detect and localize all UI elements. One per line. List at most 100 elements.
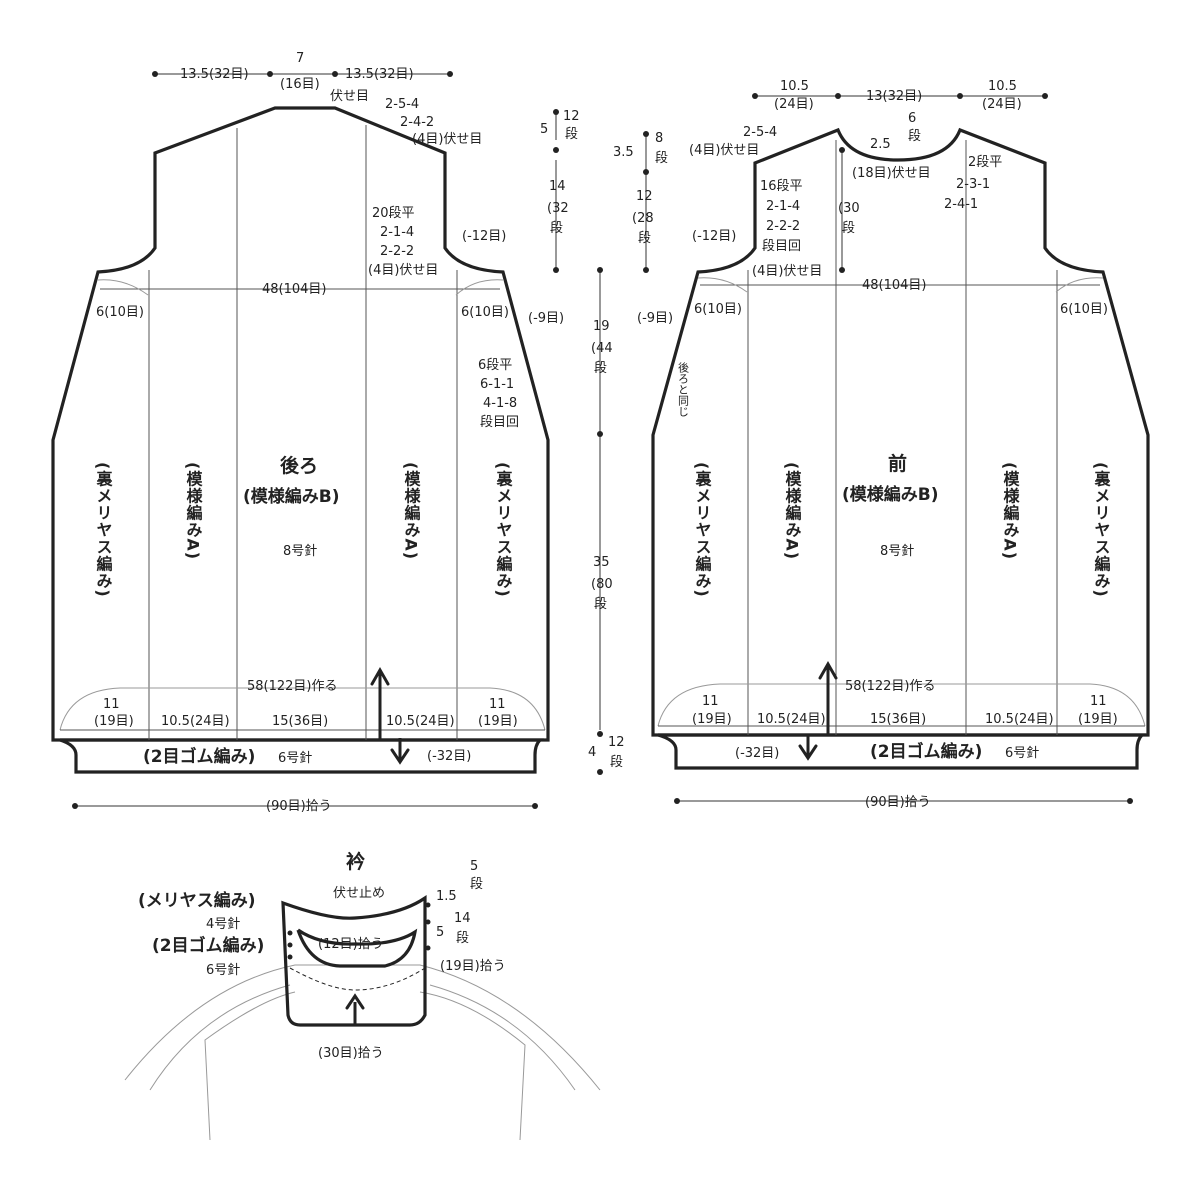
dim-back-neck-b: (32 [547, 201, 569, 216]
dim-front-neck-b: (28 [632, 211, 654, 226]
back-armhole-dec: (-12目) [462, 229, 506, 244]
dim-dot [643, 131, 649, 137]
dim-dot [425, 945, 431, 951]
collar-rib-line [289, 967, 426, 991]
front-seg2: 10.5(24目) [757, 712, 826, 727]
collar-h2-b: 14 [454, 911, 471, 926]
dim-dot [1042, 93, 1048, 99]
front-panel-left-label: (模様編みA) [783, 462, 802, 560]
back-needle: 8号針 [283, 544, 317, 559]
back-seg2: 10.5(24目) [161, 714, 230, 729]
dim-dot [752, 93, 758, 99]
back-rib-needle: 6号針 [278, 751, 312, 766]
dim-dot [839, 147, 845, 153]
dim-back-top-b: 12 [563, 109, 580, 124]
back-arm-left: 6(10目) [96, 305, 144, 320]
dim-body-c: 段 [594, 597, 607, 612]
front-cast-on: 58(122目)作る [845, 679, 936, 694]
dim-front-top-b: 8 [655, 131, 663, 146]
dim-dot [287, 942, 293, 948]
dim-dot [287, 954, 293, 960]
collar-h1-c: 段 [470, 877, 483, 892]
front-neck-b: 2-1-4 [766, 199, 800, 214]
collar-pick-12: (12目)拾う [318, 937, 384, 952]
front-neck-depth-c: 段 [908, 129, 921, 144]
front-arrowhead [818, 660, 838, 680]
dim-dot [957, 93, 963, 99]
collar-h2-c: 段 [456, 931, 469, 946]
dim-dot [1127, 798, 1133, 804]
dim-dot [425, 919, 431, 925]
dim-dot [597, 431, 603, 437]
back-seg1-b: (19目) [94, 714, 134, 729]
dim-dot [287, 930, 293, 936]
back-side-right-label: (裏メリヤス編み) [494, 462, 514, 598]
front-neck-bind: (18目)伏せ目 [852, 166, 931, 181]
front-seg1-b: (19目) [692, 712, 732, 727]
front-armhole-curve [697, 277, 748, 293]
back-rib: (2目ゴム編み) [143, 746, 255, 767]
back-arm-right: 6(10目) [461, 305, 509, 320]
dim-body-b: (80 [591, 577, 613, 592]
back-title: 後ろ [280, 454, 318, 477]
collar-stockinette: (メリヤス編み) [138, 890, 256, 911]
dim-dot [553, 109, 559, 115]
front-arm-left: 6(10目) [694, 302, 742, 317]
dim-dot [597, 731, 603, 737]
dim-dot [835, 93, 841, 99]
back-side-left-label: (裏メリヤス編み) [94, 462, 114, 598]
dim-dot [425, 902, 431, 908]
back-shoulder-b: 2-4-2 [400, 115, 434, 130]
collar-inner [296, 928, 418, 968]
front-title: 前 [888, 452, 907, 475]
back-top-center-b: (16目) [280, 77, 320, 92]
front-shoulder-b: (4目)伏せ目 [689, 143, 759, 158]
collar-detail: 衿 (メリヤス編み) 4号針 (2目ゴム編み) 6号針 伏せ止め (12目)拾う… [124, 850, 601, 1141]
dim-dot [553, 147, 559, 153]
back-panel-left-label: (模様編みA) [184, 462, 203, 560]
collar-title: 衿 [346, 850, 365, 873]
dim-rib-b: 12 [608, 735, 625, 750]
front-top-right-b: (24目) [982, 97, 1022, 112]
back-pickup: (90目)拾う [266, 799, 332, 814]
collar-outer [281, 894, 427, 1027]
front-neck-d: 段目回 [762, 239, 801, 254]
dim-back-neck-a: 14 [549, 179, 566, 194]
back-top-center-a: 7 [296, 51, 304, 66]
dim-dot [839, 267, 845, 273]
collar-rib: (2目ゴム編み) [152, 935, 264, 956]
collar-h1: 1.5 [436, 889, 457, 904]
back-top-left-label: 13.5(32目) [180, 67, 249, 82]
dim-body-a: 35 [593, 555, 610, 570]
front-neck-depth-a: 2.5 [870, 137, 891, 152]
front-needle: 8号針 [880, 544, 914, 559]
back-seg3: 15(36目) [272, 714, 328, 729]
dim-dot [553, 267, 559, 273]
back-neck-a: 20段平 [372, 206, 415, 221]
front-seg1-a: 11 [702, 694, 719, 709]
dim-armhole-c: 段 [594, 361, 607, 376]
back-side-d: 段目回 [480, 415, 519, 430]
front-neck-depth-b: 6 [908, 111, 916, 126]
back-arrowhead [370, 666, 390, 686]
back-shoulder-a: 2-5-4 [385, 97, 419, 112]
dim-dot [674, 798, 680, 804]
dim-dot [597, 267, 603, 273]
dim-front-neck-a: 12 [636, 189, 653, 204]
back-rib-dec: (-32目) [427, 749, 471, 764]
back-side-c: 4-1-8 [483, 396, 517, 411]
front-shoulder-a: 2-5-4 [743, 125, 777, 140]
collar-arrowhead [345, 993, 365, 1010]
back-piece: 13.5(32目) 7 (16目) 13.5(32目) 伏せ目 2-5-4 2-… [51, 51, 564, 814]
front-top-center: 13(32目) [866, 89, 922, 104]
back-seg5-a: 11 [489, 697, 506, 712]
collar-needle-4: 4号針 [206, 917, 240, 932]
dim-back-neck-c: 段 [550, 221, 563, 236]
collar-h2: 5 [436, 925, 444, 940]
back-panel-right-label: (模様編みA) [402, 462, 421, 560]
dim-dot [152, 71, 158, 77]
dim-dot [643, 169, 649, 175]
back-shoulder-c: (4目)伏せ目 [412, 132, 482, 147]
